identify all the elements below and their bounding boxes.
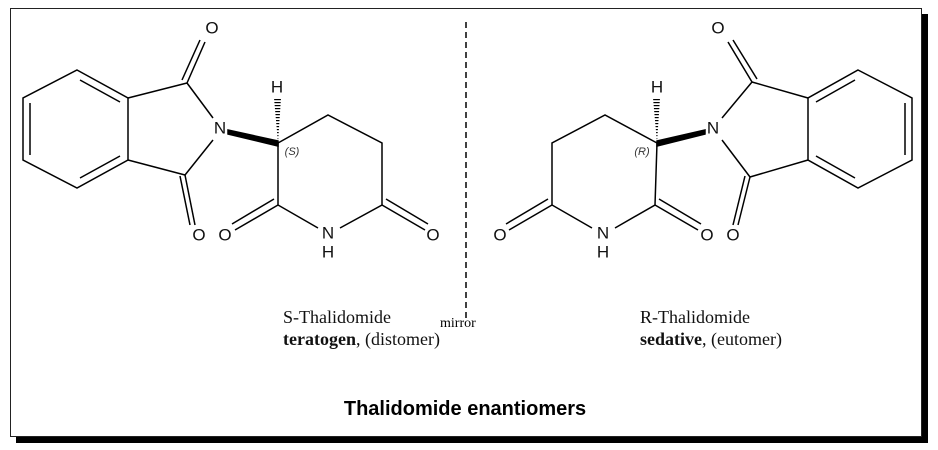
- svg-text:O: O: [711, 19, 724, 38]
- s-thalidomide-role: teratogen: [283, 329, 356, 349]
- svg-text:H: H: [651, 78, 663, 97]
- svg-text:O: O: [700, 226, 713, 245]
- svg-text:O: O: [426, 226, 439, 245]
- figure-title: Thalidomide enantiomers: [343, 398, 587, 420]
- svg-text:N: N: [214, 119, 226, 138]
- svg-text:N: N: [322, 224, 334, 243]
- svg-text:O: O: [493, 226, 506, 245]
- r-thalidomide-caption: R-Thalidomide sedative, (eutomer): [640, 306, 782, 350]
- r-thalidomide-atoms: O N O O O N H H (R): [493, 19, 739, 262]
- svg-text:N: N: [707, 119, 719, 138]
- r-thalidomide-structure: [505, 39, 913, 231]
- r-thalidomide-name: R-Thalidomide: [640, 307, 750, 327]
- mirror-label: mirror: [440, 316, 476, 331]
- svg-text:(R): (R): [634, 146, 650, 158]
- svg-text:H: H: [597, 243, 609, 262]
- s-thalidomide-caption: S-Thalidomide teratogen, (distomer): [283, 306, 440, 350]
- s-thalidomide-name: S-Thalidomide: [283, 307, 391, 327]
- svg-text:H: H: [322, 243, 334, 262]
- svg-text:O: O: [192, 226, 205, 245]
- svg-text:O: O: [726, 226, 739, 245]
- svg-text:O: O: [205, 19, 218, 38]
- s-thalidomide-atoms: O N O O O N H H (S): [192, 19, 439, 262]
- svg-text:N: N: [597, 224, 609, 243]
- r-thalidomide-note: , (eutomer): [702, 329, 782, 349]
- r-thalidomide-role: sedative: [640, 329, 702, 349]
- svg-text:O: O: [218, 226, 231, 245]
- svg-text:H: H: [271, 78, 283, 97]
- svg-text:(S): (S): [285, 146, 300, 158]
- s-thalidomide-note: , (distomer): [355, 329, 440, 349]
- s-thalidomide-structure: [22, 39, 429, 231]
